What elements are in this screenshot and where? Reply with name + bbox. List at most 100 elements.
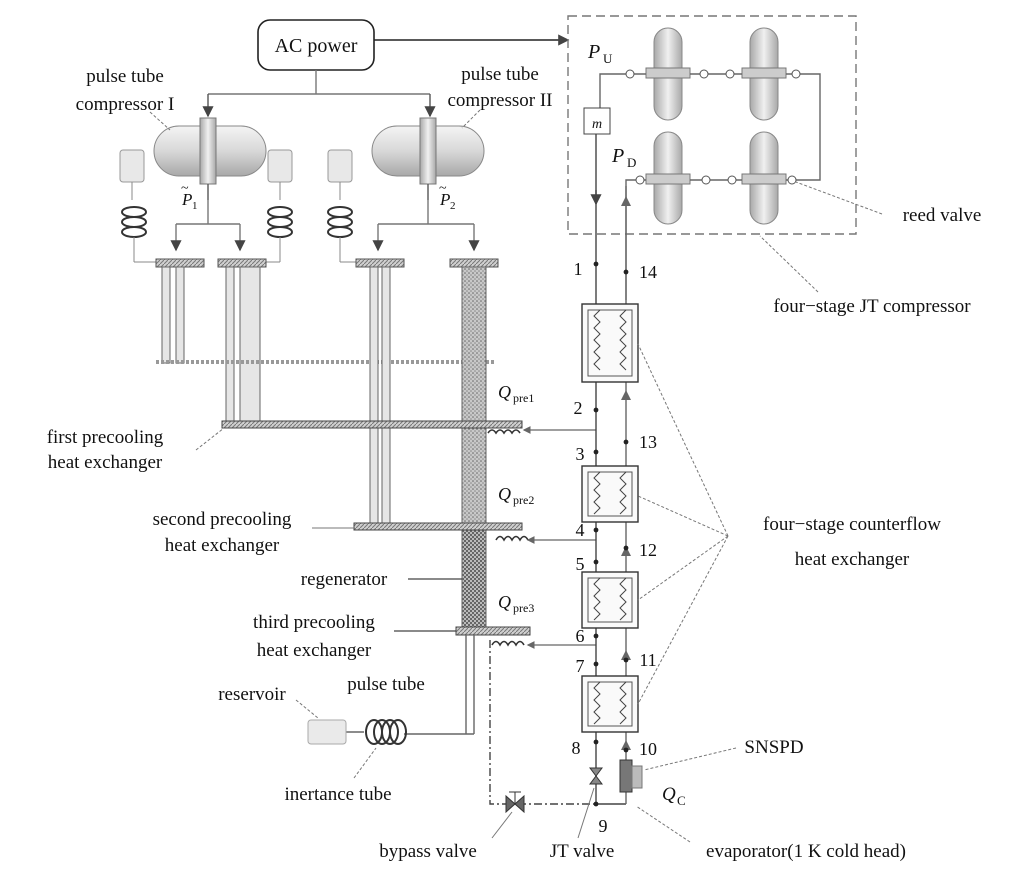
- counterflow-label-line1: four−stage counterflow: [763, 514, 941, 535]
- jt-valves: [625, 69, 801, 185]
- p2-label: P 2 ~: [439, 181, 456, 212]
- evaporator-label: evaporator(1 K cold head): [706, 841, 906, 862]
- bypass-leader: [491, 811, 513, 839]
- snspd-leader: [643, 747, 737, 771]
- label-text: U: [603, 51, 613, 66]
- ptc1-distribution: [170, 200, 246, 252]
- jt-compressor-stage-3: [645, 131, 691, 225]
- qpre1-label: Q pre1: [498, 382, 534, 405]
- third-hx-label-line1: third precooling: [253, 612, 375, 633]
- stage1-tubes: [161, 266, 261, 424]
- label-text: P: [587, 41, 600, 63]
- label-text: C: [677, 793, 686, 808]
- point-7: 7: [576, 656, 585, 676]
- pulse-tube-compressor-1: [153, 117, 267, 200]
- label-text: pre1: [513, 391, 534, 405]
- label-text: D: [627, 155, 636, 170]
- label-text: P: [181, 190, 192, 209]
- flange-1: [155, 258, 205, 268]
- label-text: Q: [498, 382, 511, 402]
- ptc1-label-line1: pulse tube: [86, 66, 164, 87]
- first-precooling-plate: [221, 420, 523, 429]
- point-13: 13: [639, 432, 657, 452]
- flange-3: [355, 258, 405, 268]
- regenerator-upper: [461, 266, 487, 426]
- ptc2-leader: [461, 109, 481, 129]
- mass-flow-meter: m: [583, 107, 611, 135]
- inertance-tube-label: inertance tube: [284, 784, 391, 805]
- inertance-leader: [353, 747, 377, 779]
- jt-valve-leader: [577, 787, 595, 839]
- point-3: 3: [576, 444, 585, 464]
- compressor-reservoir-3: [327, 149, 358, 263]
- reservoir-leader: [295, 699, 319, 719]
- up-arrows: [621, 196, 631, 750]
- third-hx-label-line2: heat exchanger: [257, 640, 372, 661]
- regenerator-middle: [461, 424, 487, 528]
- jt-compressor-stage-1: [645, 27, 691, 121]
- flange-2: [217, 258, 267, 268]
- regenerator-label: regenerator: [301, 569, 388, 590]
- stage2-tubes: [369, 266, 391, 526]
- precool-coil-1: [487, 426, 596, 435]
- point-6: 6: [576, 626, 585, 646]
- jt-compressor-stage-4: [741, 131, 787, 225]
- first-hx-label-line2: heat exchanger: [48, 452, 163, 473]
- p1-label: P 1 ~: [181, 181, 198, 212]
- regenerator: [461, 526, 487, 630]
- point-2: 2: [574, 398, 583, 418]
- label-text: pre3: [513, 601, 534, 615]
- third-precooling-plate: [455, 626, 531, 636]
- point-11: 11: [639, 650, 656, 670]
- first-hx-label-line1: first precooling: [47, 427, 164, 448]
- reed-valve-label: reed valve: [903, 205, 982, 226]
- ptc1-leader: [149, 111, 171, 131]
- svg-text:~: ~: [181, 181, 189, 196]
- label-text: m: [592, 117, 602, 132]
- jt-compressor-label: four−stage JT compressor: [773, 296, 971, 317]
- reservoir: [307, 719, 347, 745]
- point-5: 5: [576, 554, 585, 574]
- point-10: 10: [639, 739, 657, 759]
- state-point-dots: [593, 261, 629, 807]
- evaporator-leader: [635, 805, 691, 843]
- label-text: P: [439, 190, 450, 209]
- counterflow-hx-1: [581, 303, 639, 383]
- pd-label: P D: [611, 145, 636, 170]
- jt-compressor-stage-2: [741, 27, 787, 121]
- reservoir-label: reservoir: [218, 684, 286, 705]
- reed-valve-leader: [795, 181, 883, 215]
- ac-power-box: AC power: [257, 19, 375, 71]
- ac-power-label: AC power: [275, 35, 358, 57]
- point-12: 12: [639, 540, 657, 560]
- svg-text:~: ~: [439, 181, 447, 196]
- counterflow-hx-3: [581, 571, 639, 629]
- label-text: Q: [498, 484, 511, 504]
- pu-label: P U: [587, 41, 613, 66]
- ptc1-label-line2: compressor I: [76, 94, 175, 115]
- jt-piping: [599, 73, 821, 300]
- point-4: 4: [576, 520, 585, 540]
- bypass-line: [489, 640, 596, 805]
- label-text: pre2: [513, 493, 534, 507]
- bypass-valve: [505, 791, 525, 814]
- ptc2-label-line1: pulse tube: [461, 64, 539, 85]
- point-8: 8: [572, 738, 581, 758]
- counterflow-label-line2: heat exchanger: [795, 549, 910, 570]
- precool-coil-3: [491, 640, 596, 649]
- jt-compressor-box: [567, 15, 857, 235]
- inertance-coil: [365, 719, 407, 745]
- jt-valve: [589, 767, 603, 785]
- qpre2-label: Q pre2: [498, 484, 534, 507]
- label-text: P: [611, 145, 624, 167]
- evaporator: [619, 759, 643, 793]
- bypass-valve-label: bypass valve: [379, 841, 477, 862]
- ptc2-label-line2: compressor II: [448, 90, 553, 111]
- jt-compressor-leader: [759, 235, 819, 293]
- point-14: 14: [639, 262, 657, 282]
- ptc2-distribution: [372, 200, 480, 252]
- point-9: 9: [599, 816, 608, 836]
- compressor-reservoir-2: [264, 149, 293, 263]
- point-1: 1: [574, 259, 583, 279]
